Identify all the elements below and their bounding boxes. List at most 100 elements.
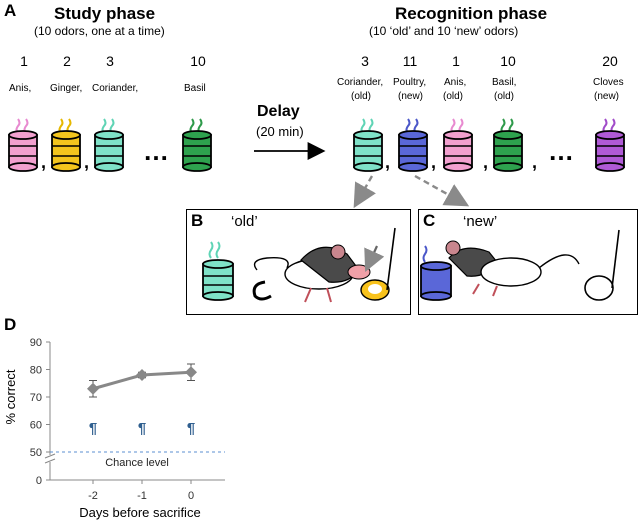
recognition-cup-icon (443, 118, 473, 172)
recognition-item-status: (new) (398, 91, 424, 102)
cup-base (443, 162, 473, 172)
cup-base (398, 162, 428, 172)
rotate-arrow-icon (252, 280, 272, 301)
y-tick-label: 70 (30, 392, 42, 404)
chart-d: 0 50 60 70 80 90 -2 -1 0 Chance level ¶ ¶ ¶ % correct… (3, 337, 225, 520)
recognition-item-odor: Coriander, (337, 77, 384, 88)
study-item-number: 1 (20, 53, 28, 69)
y-tick-label: 60 (30, 420, 42, 432)
chance-label: Chance level (105, 457, 169, 469)
cup-rim (595, 130, 625, 140)
y-tick-label: 90 (30, 337, 42, 349)
study-phase-title: Study phase (54, 4, 156, 23)
comma-separator: , (84, 152, 89, 172)
recognition-cups (353, 118, 625, 172)
panel-b-box: B ‘old’ (186, 209, 411, 315)
recognition-cup-icon (398, 118, 428, 172)
recognition-item-status: (old) (351, 91, 372, 102)
recognition-cup-icon (493, 118, 523, 172)
study-cup-icon (182, 118, 212, 172)
comma-separator: , (385, 152, 390, 172)
cup-base (595, 162, 625, 172)
panel-c-label: C (423, 211, 436, 230)
study-cups (8, 118, 212, 172)
note-stem (386, 227, 396, 291)
cup-rim (94, 130, 124, 140)
recognition-item-status: (new) (594, 91, 620, 102)
study-cup-icon (94, 118, 124, 172)
recognition-phase-subtitle: (10 ‘old’ and 10 ‘new’ odors) (369, 24, 519, 38)
study-item-number: 2 (63, 53, 71, 69)
delay-duration: (20 min) (256, 124, 304, 139)
recognition-item-status: (old) (494, 91, 515, 102)
x-tick-label: -2 (88, 490, 98, 502)
recognition-item-odor: Anis, (444, 77, 467, 88)
y-axis-label: % correct (3, 369, 18, 424)
study-cup-icon (8, 118, 38, 172)
panel-c-illustration (420, 229, 620, 301)
recognition-cup-icon (595, 118, 625, 172)
cup-rim (51, 130, 81, 140)
note-stem (611, 229, 620, 289)
y-tick-label: 80 (30, 365, 42, 377)
recognition-item-odor: Poultry, (393, 77, 427, 88)
data-point (87, 382, 99, 395)
panel-b-title: ‘old’ (231, 213, 258, 230)
panel-b-label: B (191, 211, 204, 230)
panel-c-box: C ‘new’ (418, 209, 638, 315)
cup-rim (353, 130, 383, 140)
old-arrow (353, 175, 376, 209)
new-arrow (414, 174, 470, 207)
study-item-odor: Coriander, (92, 83, 139, 94)
mouse-icon (445, 240, 580, 297)
comma-separator: , (483, 152, 488, 172)
cup-rim (443, 130, 473, 140)
study-phase-subtitle: (10 odors, one at a time) (34, 24, 165, 38)
panel-d-label: D (4, 315, 17, 334)
study-cup-icon (51, 118, 81, 172)
cup-rim (398, 130, 428, 140)
cup-icon (420, 245, 452, 301)
data-point (136, 369, 148, 381)
cup-base (353, 162, 383, 172)
study-item-number: 3 (106, 53, 114, 69)
recognition-item-number: 1 (452, 53, 460, 69)
study-ellipsis: … (143, 136, 169, 166)
study-item-odor: Ginger, (50, 83, 83, 94)
study-item-odor: Anis, (9, 83, 32, 94)
data-point (185, 366, 197, 379)
cup-rim (493, 130, 523, 140)
comma-separator: , (532, 152, 537, 172)
significance-mark: ¶ (89, 420, 97, 437)
recognition-cup-icon (353, 118, 383, 172)
comma-separator: , (41, 152, 46, 172)
panel-c-title: ‘new’ (463, 213, 498, 230)
axis-break-mark (44, 453, 56, 459)
study-item-odor: Basil (184, 83, 206, 94)
mouse-icon (253, 244, 371, 303)
panel-a-label: A (4, 1, 17, 20)
recognition-item-number: 10 (500, 53, 516, 69)
recognition-phase-title: Recognition phase (395, 4, 548, 23)
cup-base (51, 162, 81, 172)
y-tick-label: 0 (36, 475, 42, 487)
study-item-number: 10 (190, 53, 206, 69)
x-tick-label: -1 (137, 490, 147, 502)
cup-base (182, 162, 212, 172)
panel-a-graphics: , , , , , , … … (8, 118, 625, 209)
recognition-item-number: 3 (361, 53, 369, 69)
cup-base (8, 162, 38, 172)
cup-rim (182, 130, 212, 140)
comma-separator: , (431, 152, 436, 172)
delay-label: Delay (257, 103, 300, 120)
y-tick-label: 50 (30, 447, 42, 459)
recognition-item-number: 11 (402, 53, 418, 69)
x-axis-label: Days before sacrifice (79, 505, 200, 520)
recognition-item-status: (old) (443, 91, 464, 102)
recognition-item-number: 20 (602, 53, 618, 69)
x-tick-label: 0 (188, 490, 194, 502)
significance-mark: ¶ (138, 420, 146, 437)
significance-mark: ¶ (187, 420, 195, 437)
cup-icon (202, 241, 234, 301)
recognition-item-odor: Cloves (593, 77, 624, 88)
